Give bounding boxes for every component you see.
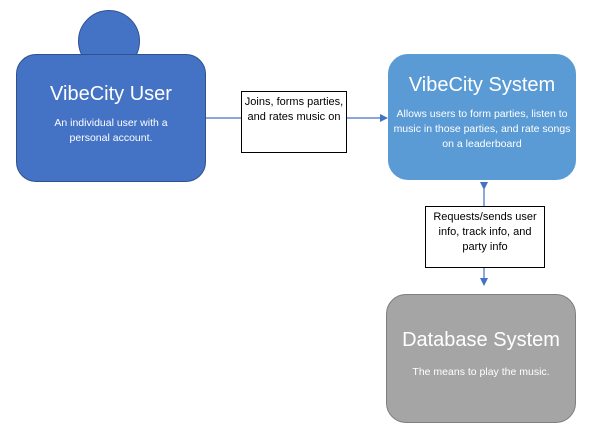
user-node: VibeCity User An individual user with a … (16, 54, 206, 182)
system-node-title: VibeCity System (408, 74, 556, 96)
database-node: Database System The means to play the mu… (386, 294, 576, 423)
user-node-description: An individual user with a personal accou… (54, 117, 168, 144)
user-node-title: VibeCity User (50, 83, 172, 105)
system-node-description: Allows users to form parties, listen to … (393, 108, 571, 150)
edge-label-user-to-system: Joins, forms parties, and rates music on (241, 91, 347, 153)
edge-label-system-database: Requests/sends user info, track info, an… (425, 206, 545, 268)
system-node: VibeCity System Allows users to form par… (388, 54, 576, 180)
database-node-title: Database System (402, 329, 560, 351)
database-node-description: The means to play the music. (412, 366, 550, 378)
